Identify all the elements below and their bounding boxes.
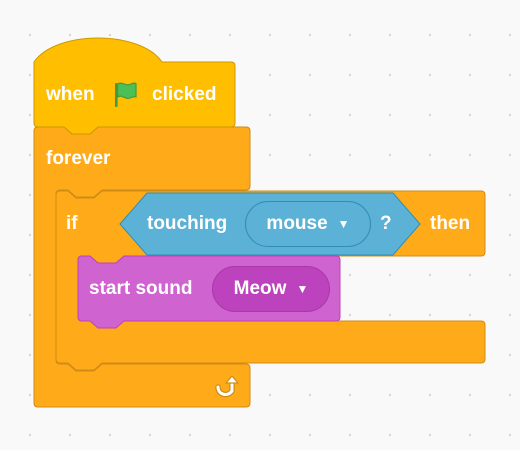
touching-target-value: mouse xyxy=(266,213,328,234)
then-label: then xyxy=(430,213,471,234)
forever-label: forever xyxy=(46,148,111,169)
chevron-down-icon: ▼ xyxy=(296,282,309,296)
start-sound-label: start sound xyxy=(89,278,193,299)
sound-value: Meow xyxy=(233,278,287,299)
if-label: if xyxy=(66,213,78,234)
clicked-label: clicked xyxy=(152,84,217,105)
chevron-down-icon: ▼ xyxy=(337,217,350,231)
forever-block[interactable] xyxy=(33,126,251,408)
loop-arrow-icon xyxy=(215,375,239,398)
question-mark-label: ? xyxy=(380,213,392,234)
sound-dropdown[interactable]: Meow ▼ xyxy=(212,266,330,312)
green-flag-icon xyxy=(115,82,137,107)
touching-label: touching xyxy=(147,213,228,234)
when-label: when xyxy=(46,84,95,105)
touching-target-dropdown[interactable]: mouse ▼ xyxy=(245,201,371,247)
